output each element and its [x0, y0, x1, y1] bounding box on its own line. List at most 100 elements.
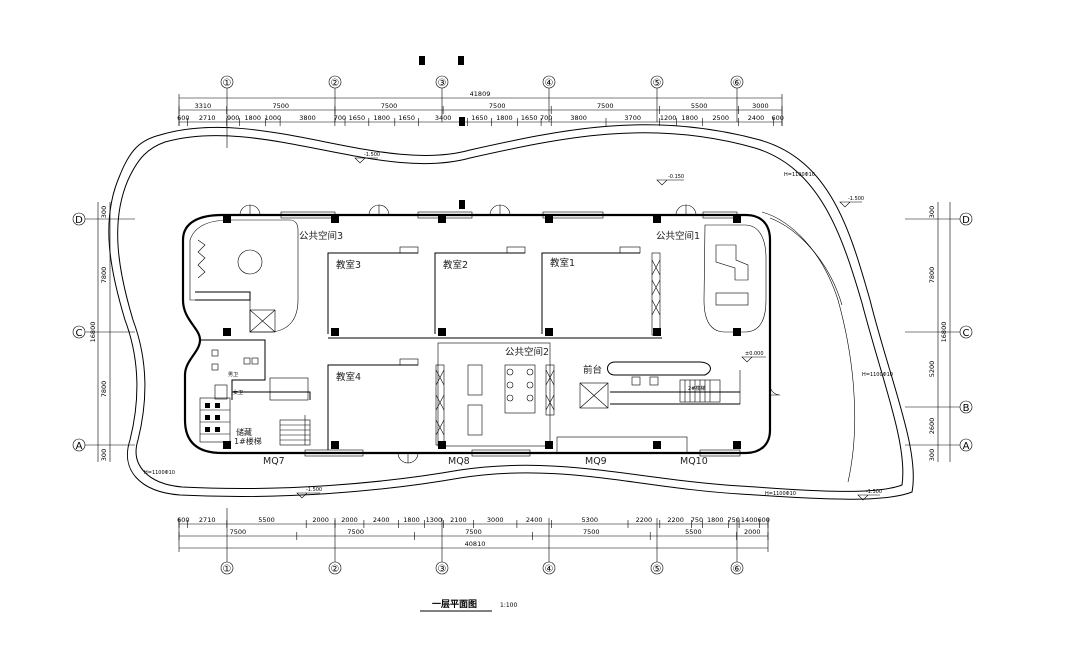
level-floor: ±0.000 — [745, 351, 764, 357]
dim-bot-r1-11: 5300 — [582, 516, 599, 524]
dim-bot-r2-0: 7500 — [230, 528, 247, 536]
grid-row-c-right: C — [963, 328, 970, 339]
dim-left-1: 300 — [100, 206, 108, 218]
grid-label-5-top: ⑤ — [653, 78, 662, 89]
dim-top-r2-4: 1000 — [265, 114, 282, 122]
wall-notes: H=1100Φ10 H=1100Φ10 H=1100Φ10 H=1100Φ10 — [144, 172, 893, 497]
dim-bot-r1-3: 2000 — [312, 516, 329, 524]
top-mark-right — [458, 56, 464, 65]
dim-bottom-total: 40810 — [465, 540, 486, 548]
grid-label-2-top: ② — [331, 78, 340, 89]
label-female-wc: 女卫 — [233, 389, 243, 396]
dim-top-r1-1: 7500 — [273, 102, 290, 110]
dim-bot-r2-1: 7500 — [347, 528, 364, 536]
dim-top-r2-20: 2400 — [748, 114, 765, 122]
dim-bot-r1-1: 2710 — [199, 516, 216, 524]
structural-columns — [223, 117, 741, 449]
dim-top-r2-6: 700 — [334, 114, 346, 122]
grid-label-5-bottom: ⑤ — [653, 564, 662, 575]
dim-top-r2-3: 1800 — [244, 114, 261, 122]
dim-bot-r1-8: 2100 — [450, 516, 467, 524]
wall-note-1: H=1100Φ10 — [784, 172, 815, 178]
dim-bot-r1-10: 2400 — [526, 516, 543, 524]
label-stair-1: 1#楼梯 — [234, 436, 262, 446]
wall-note-4: H=1100Φ10 — [765, 491, 796, 497]
grid-row-b-right: B — [963, 403, 970, 414]
level-bottom-right: -1.500 — [866, 489, 882, 495]
dim-right-2: 7800 — [928, 267, 936, 284]
drawing-scale: 1:100 — [500, 602, 517, 609]
wall-note-2: H=1100Φ10 — [144, 470, 175, 476]
dim-top-r2-7: 1650 — [349, 114, 366, 122]
dim-right-3: 16800 — [940, 322, 948, 343]
public-space-1-hatch — [703, 224, 767, 333]
level-mid: -0.150 — [668, 174, 684, 180]
dim-top-r2-17: 1200 — [660, 114, 677, 122]
label-classroom-3: 教室3 — [336, 259, 361, 271]
dim-right-6: 300 — [928, 449, 936, 461]
grid-row-a-right: A — [963, 441, 970, 452]
dim-top-r2-0: 600 — [177, 114, 189, 122]
dim-top-r2-1: 2710 — [199, 114, 216, 122]
dim-top-r1-5: 5500 — [691, 102, 708, 110]
label-stair-2: 2#楼梯 — [688, 385, 705, 392]
label-mq10: MQ10 — [680, 456, 708, 467]
public-space-2-hatch — [437, 342, 551, 447]
bottom-grid-axis: ① ② ③ ④ ⑤ ⑥ — [220, 508, 744, 575]
dim-bot-r2-4: 5500 — [685, 528, 702, 536]
top-mark-left — [419, 56, 425, 65]
dim-bot-r2-2: 7500 — [465, 528, 482, 536]
dim-bot-r1-17: 1400 — [741, 516, 758, 524]
public-space-3-hatch — [189, 219, 299, 333]
label-public-space-1: 公共空间1 — [656, 230, 700, 242]
dim-top-r2-9: 1650 — [398, 114, 415, 122]
dim-top-r1-0: 3310 — [195, 102, 212, 110]
dim-bot-r1-13: 2200 — [667, 516, 684, 524]
site-boundary — [108, 124, 914, 500]
grid-row-c-left: C — [76, 328, 83, 339]
dim-top-r2-19: 2500 — [712, 114, 729, 122]
curtain-wall-labels: MQ7 MQ8 MQ9 MQ10 — [263, 456, 708, 467]
dim-top-r2-8: 1800 — [374, 114, 391, 122]
dim-top-r1-6: 3000 — [752, 102, 769, 110]
label-mq8: MQ8 — [448, 456, 470, 467]
label-classroom-1: 教室1 — [550, 257, 575, 269]
dim-top-r2-11: 1650 — [471, 114, 488, 122]
dim-top-r2-21: 600 — [771, 114, 783, 122]
dim-bot-r1-15: 1800 — [707, 516, 724, 524]
dim-bot-r1-14: 750 — [691, 516, 703, 524]
dim-bot-r1-9: 3000 — [487, 516, 504, 524]
grid-label-2-bottom: ② — [331, 564, 340, 575]
dim-bot-r2-5: 2000 — [744, 528, 761, 536]
grid-label-1-top: ① — [223, 78, 232, 89]
grid-row-d-right: D — [962, 215, 970, 226]
room-labels: 公共空间3 公共空间1 公共空间2 教室3 教室2 教室1 教室4 前台 男卫 … — [228, 230, 705, 446]
grid-row-d-left: D — [75, 215, 83, 226]
grid-label-6-bottom: ⑥ — [733, 564, 742, 575]
grid-label-4-bottom: ④ — [545, 564, 554, 575]
grid-label-3-bottom: ③ — [438, 564, 447, 575]
grid-label-3-top: ③ — [438, 78, 447, 89]
dim-top-r2-10: 3400 — [435, 114, 452, 122]
drawing-title-block: 一层平面图 1:100 — [420, 599, 517, 612]
level-top: -1.500 — [364, 152, 380, 158]
dim-right-5: 2600 — [928, 418, 936, 435]
dim-top-r2-5: 3800 — [299, 114, 316, 122]
label-public-space-3: 公共空间3 — [299, 230, 343, 242]
grid-row-a-left: A — [76, 441, 83, 452]
label-male-wc: 男卫 — [228, 372, 238, 378]
label-public-space-2: 公共空间2 — [505, 346, 549, 358]
dim-top-r2-16: 3700 — [624, 114, 641, 122]
grid-label-1-bottom: ① — [223, 564, 232, 575]
dim-bot-r1-16: 750 — [727, 516, 739, 524]
label-reception: 前台 — [583, 364, 602, 376]
label-classroom-2: 教室2 — [443, 259, 468, 271]
level-bottom-left: -1.500 — [306, 487, 322, 493]
dim-bot-r2-3: 7500 — [583, 528, 600, 536]
dim-bot-r1-12: 2200 — [636, 516, 653, 524]
left-grid-axis: D C A 300 7800 16800 7800 300 — [72, 202, 135, 462]
dim-top-r2-13: 1650 — [521, 114, 538, 122]
dim-left-4: 7800 — [100, 381, 108, 398]
dim-left-5: 300 — [100, 449, 108, 461]
